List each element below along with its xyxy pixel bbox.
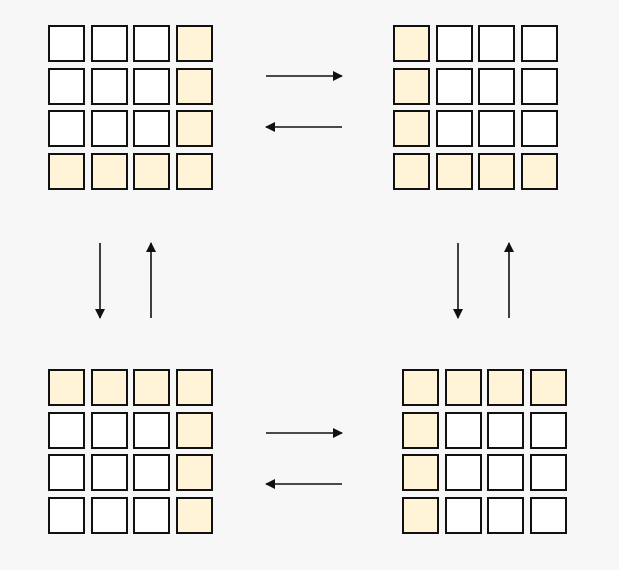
plain-cell [48, 496, 85, 534]
highlighted-cell [478, 152, 515, 190]
plain-cell [520, 25, 558, 62]
highlighted-cell [402, 369, 439, 406]
highlighted-cell [48, 369, 85, 406]
plain-cell [48, 454, 85, 491]
highlighted-cell [393, 67, 430, 105]
plain-cell [444, 454, 482, 491]
highlighted-cell [175, 152, 213, 190]
plain-cell [90, 496, 128, 534]
plain-cell [133, 25, 170, 62]
plain-cell [133, 496, 170, 534]
highlighted-cell [175, 110, 213, 147]
plain-cell [444, 496, 482, 534]
plain-cell [529, 454, 567, 491]
plain-cell [90, 67, 128, 105]
highlighted-cell [487, 369, 524, 406]
plain-cell [90, 454, 128, 491]
plain-cell [435, 67, 473, 105]
highlighted-cell [133, 369, 170, 406]
highlighted-cell [48, 152, 85, 190]
plain-cell [90, 110, 128, 147]
plain-cell [435, 25, 473, 62]
highlighted-cell [520, 152, 558, 190]
highlighted-cell [393, 25, 430, 62]
highlighted-cell [175, 411, 213, 449]
plain-cell [133, 454, 170, 491]
plain-cell [529, 496, 567, 534]
plain-cell [487, 411, 524, 449]
plain-cell [48, 25, 85, 62]
highlighted-cell [444, 369, 482, 406]
highlighted-cell [175, 454, 213, 491]
plain-cell [133, 67, 170, 105]
highlighted-cell [90, 152, 128, 190]
highlighted-cell [393, 110, 430, 147]
highlighted-cell [402, 454, 439, 491]
highlighted-cell [435, 152, 473, 190]
plain-cell [435, 110, 473, 147]
plain-cell [529, 411, 567, 449]
plain-cell [520, 67, 558, 105]
plain-cell [48, 67, 85, 105]
plain-cell [90, 411, 128, 449]
plain-cell [487, 454, 524, 491]
plain-cell [487, 496, 524, 534]
plain-cell [520, 110, 558, 147]
plain-cell [48, 110, 85, 147]
plain-cell [90, 25, 128, 62]
highlighted-cell [175, 25, 213, 62]
plain-cell [444, 411, 482, 449]
highlighted-cell [175, 369, 213, 406]
highlighted-cell [175, 67, 213, 105]
plain-cell [133, 411, 170, 449]
highlighted-cell [529, 369, 567, 406]
plain-cell [133, 110, 170, 147]
highlighted-cell [393, 152, 430, 190]
highlighted-cell [133, 152, 170, 190]
plain-cell [478, 25, 515, 62]
highlighted-cell [402, 496, 439, 534]
plain-cell [478, 67, 515, 105]
highlighted-cell [175, 496, 213, 534]
plain-cell [478, 110, 515, 147]
plain-cell [48, 411, 85, 449]
highlighted-cell [90, 369, 128, 406]
highlighted-cell [402, 411, 439, 449]
